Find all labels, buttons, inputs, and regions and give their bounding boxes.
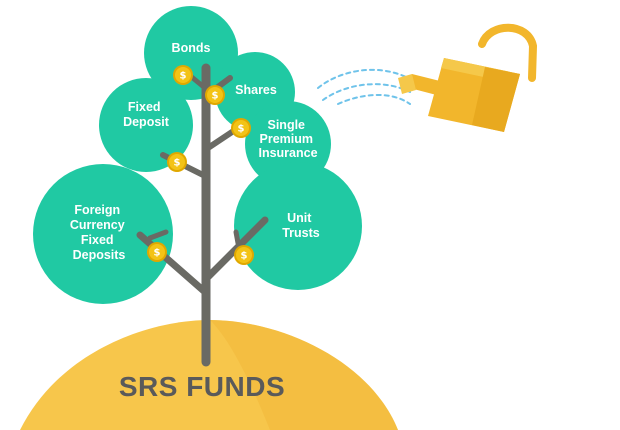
dollar-coin-icon: $ — [147, 242, 167, 262]
label-bonds: Bonds — [172, 41, 211, 55]
ground-hill-shade — [210, 320, 398, 430]
leaf-group — [33, 6, 362, 304]
coin-group: $ $ $ $ $ $ — [147, 65, 254, 265]
svg-text:$: $ — [154, 248, 161, 259]
label-line: Shares — [235, 83, 277, 97]
label-line: Deposit — [123, 115, 170, 129]
dollar-coin-icon: $ — [234, 245, 254, 265]
label-shares: Shares — [235, 83, 277, 97]
label-single-premium-insurance: Single Premium Insurance — [258, 118, 317, 160]
label-line: Trusts — [282, 226, 320, 240]
label-unit-trusts: Unit Trusts — [282, 211, 320, 240]
label-line: Single — [268, 118, 306, 132]
label-line: Premium — [260, 132, 314, 146]
svg-text:$: $ — [241, 251, 248, 262]
label-line: Foreign — [74, 203, 120, 217]
leaf-unit-trusts — [234, 162, 362, 290]
leaf-labels: Bonds Shares Fixed Deposit Single Premiu… — [70, 41, 320, 262]
svg-text:$: $ — [238, 124, 245, 135]
dollar-coin-icon: $ — [173, 65, 193, 85]
leaf-foreign-currency — [33, 164, 173, 304]
svg-text:$: $ — [212, 91, 219, 102]
svg-text:$: $ — [174, 158, 181, 169]
leaf-fixed-deposit — [99, 78, 193, 172]
diagram-title: SRS FUNDS — [119, 371, 285, 402]
label-line: Insurance — [258, 146, 317, 160]
water-stream — [317, 68, 413, 105]
dollar-coin-icon: $ — [231, 118, 251, 138]
label-line: Fixed — [81, 233, 114, 247]
watering-can-icon — [398, 23, 538, 132]
label-line: Deposits — [73, 248, 126, 262]
label-foreign-currency-fixed-deposits: Foreign Currency Fixed Deposits — [70, 203, 128, 262]
label-fixed-deposit: Fixed Deposit — [123, 100, 170, 129]
label-line: Currency — [70, 218, 125, 232]
leaf-bonds — [144, 6, 238, 100]
svg-text:$: $ — [180, 71, 187, 82]
dollar-coin-icon: $ — [167, 152, 187, 172]
label-line: Bonds — [172, 41, 211, 55]
label-line: Unit — [287, 211, 312, 225]
dollar-coin-icon: $ — [205, 85, 225, 105]
label-line: Fixed — [128, 100, 161, 114]
